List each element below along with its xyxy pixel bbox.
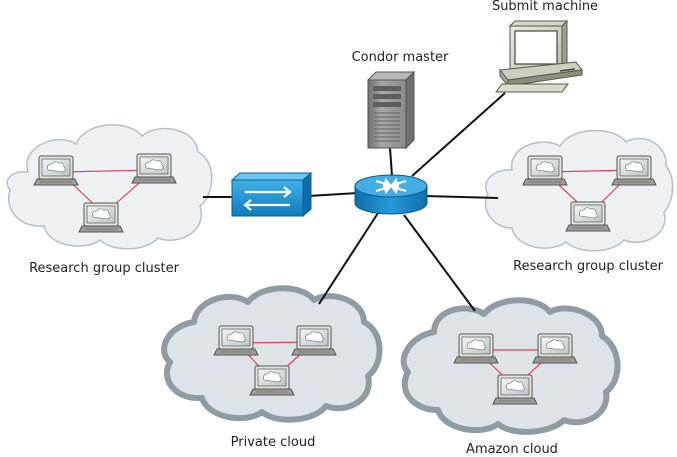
laptop-icon (291, 325, 337, 356)
network-switch-icon (230, 171, 313, 218)
amazon-cloud (400, 297, 621, 435)
research-group-cluster-label-left: Research group cluster (29, 261, 179, 276)
laptop-icon (522, 155, 568, 186)
private-cloud (161, 285, 383, 423)
private-cloud-label: Private cloud (230, 435, 316, 450)
submit-machine-label: Submit machine (491, 0, 599, 14)
laptop-icon (532, 333, 578, 364)
laptop-icon (213, 325, 259, 356)
laptop-icon (131, 153, 177, 184)
router-icon (354, 174, 428, 215)
laptop-icon (492, 374, 538, 405)
condor-master-label: Condor master (351, 50, 449, 65)
laptop-icon (33, 155, 79, 186)
research-group-cluster-label-right: Research group cluster (513, 259, 663, 274)
network-links (203, 92, 506, 312)
laptop-icon (565, 201, 611, 232)
laptop-icon (78, 202, 124, 233)
cluster-links (59, 169, 636, 388)
research-cloud-right (484, 129, 674, 252)
laptop-icon (611, 155, 657, 186)
laptop-icon (249, 365, 295, 396)
desktop-computer-icon (495, 19, 583, 93)
amazon-cloud-label: Amazon cloud (466, 442, 558, 457)
tower-server-icon (366, 70, 416, 150)
laptop-icon (453, 333, 499, 364)
